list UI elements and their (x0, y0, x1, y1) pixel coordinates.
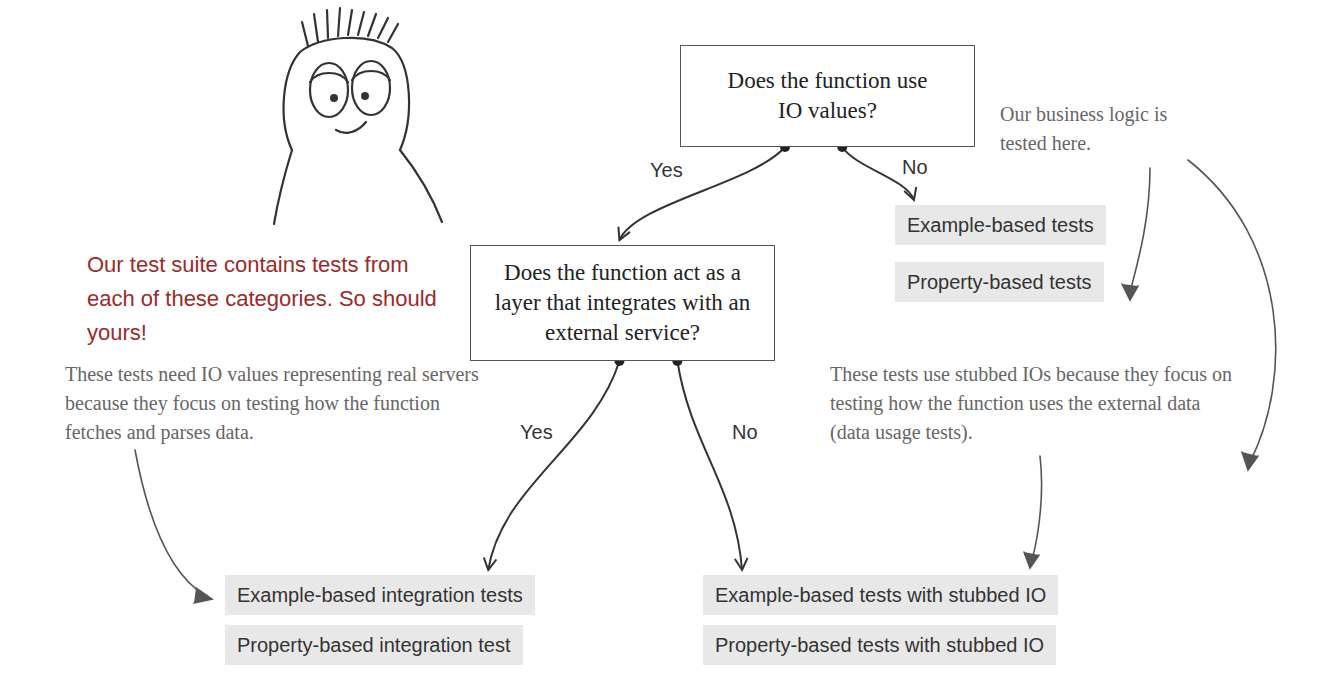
test-category: Example-based tests with stubbed IO (703, 575, 1058, 615)
eye (352, 61, 390, 115)
decision-box: Does the function use IO values? (680, 45, 975, 147)
leader-line (1130, 168, 1150, 292)
arrowhead (905, 188, 916, 200)
arrow-line (619, 147, 785, 240)
branch-label: No (730, 420, 760, 444)
node-text: Does the function act as a layer that in… (489, 258, 756, 348)
test-category: Property-based tests (895, 262, 1104, 302)
brow (310, 71, 390, 82)
shoulder (400, 150, 442, 222)
leader-arrowhead (1242, 452, 1258, 470)
node-text: Property-based tests with stubbed IO (715, 632, 1044, 658)
leader-line (1188, 160, 1276, 462)
node-text: Example-based tests (907, 212, 1094, 238)
branch-label: Yes (648, 158, 685, 182)
handwritten-note: Our test suite contains tests from each … (87, 248, 437, 350)
test-category: Example-based tests (895, 205, 1106, 245)
arrowhead (735, 559, 747, 570)
eye (310, 63, 348, 117)
annotation: Our business logic is tested here. (1000, 100, 1200, 158)
decision-arrow (672, 356, 747, 570)
decision-box: Does the function act as a layer that in… (470, 245, 775, 361)
head (284, 38, 409, 150)
node-text: Example-based tests with stubbed IO (715, 582, 1046, 608)
leader-line (1032, 456, 1042, 560)
hair (302, 8, 398, 46)
node-text: Does the function use IO values? (721, 66, 934, 126)
node-text: Property-based tests (907, 269, 1092, 295)
branch-label: No (900, 155, 930, 179)
arrowhead (484, 558, 496, 570)
leader-arrowhead (1024, 552, 1039, 568)
leader-line (135, 450, 206, 596)
test-category: Property-based integration test (225, 625, 523, 665)
arrow-line (677, 361, 742, 570)
arrow-line (488, 361, 619, 570)
annotation: These tests use stubbed IOs because they… (830, 360, 1240, 447)
pupils (330, 92, 369, 102)
annotation: These tests need IO values representing … (65, 360, 485, 447)
test-category: Example-based integration tests (225, 575, 535, 615)
arrowhead (618, 228, 629, 240)
decision-arrow (484, 356, 624, 570)
leader-arrowhead (1122, 284, 1138, 300)
pupil (361, 92, 369, 100)
node-text: Example-based integration tests (237, 582, 523, 608)
decision-arrow (618, 142, 790, 240)
node-text: Property-based integration test (237, 632, 511, 658)
leader-arrowhead (194, 588, 212, 603)
test-category: Property-based tests with stubbed IO (703, 625, 1056, 665)
smile (336, 122, 366, 133)
shoulder (274, 150, 292, 224)
branch-label: Yes (518, 420, 555, 444)
pupil (330, 94, 338, 102)
stick-figure (274, 8, 442, 224)
